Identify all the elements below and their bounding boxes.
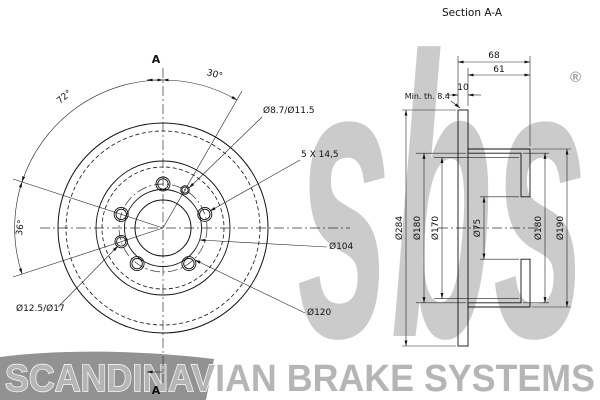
dim-label-min-thickness: Min. th. 8.4 [405,92,450,101]
section-title: Section A-A [442,7,503,19]
angle-arc-72 [21,78,164,183]
section-solid-profile [457,109,531,347]
registered-trademark-icon: ® [570,69,581,86]
dim-label-hub-face: Ø104 [329,241,354,252]
leader-dowel-hole [188,116,263,189]
hat-top-half [467,148,531,198]
dim-label-hat-inner-dia: Ø180 [533,216,544,241]
angle-label-72: 72° [55,89,74,107]
banner-swoosh-shape [0,351,214,400]
dim-label-hat-depth: 61 [493,65,504,75]
friction-disc-plate [457,109,469,347]
leader-bolt-holes [209,159,301,212]
dim-label-outer-dia: Ø284 [394,216,405,241]
dim-label-register-dia: Ø170 [430,216,441,241]
dowel-hole [180,185,190,195]
hat-bottom-half [467,258,531,308]
angle-label-36: 36° [15,219,27,236]
locating-hole [114,234,128,249]
dim-label-friction-inner-dia: Ø180 [412,216,423,241]
dim-label-disc-thickness: 10 [457,83,469,93]
leader-locating-hole [57,245,119,308]
dim-label-dowel-hole: Ø8.7/Ø11.5 [263,105,315,116]
diameter-dimensions [402,109,571,347]
angle-arc-36 [14,181,23,275]
dim-label-overall-width: 68 [488,51,500,61]
dim-label-bolt-holes: 5 X 14,5 [301,150,339,160]
leader-bolt-circle [194,259,306,314]
front-view: A A [12,53,354,397]
dim-label-bolt-circle: Ø120 [307,307,332,318]
dim-label-locating-hole: Ø12.5/Ø17 [16,303,65,314]
section-marker-top: A [152,53,161,66]
angle-label-30: 30° [206,68,224,82]
width-dimensions [445,56,531,146]
dim-label-bore-dia: Ø75 [472,219,483,238]
section-view: Section A-A 68 61 10 Min. th. 8.4 [394,7,571,347]
angle-extension-lines [12,90,243,278]
banner: SCANDINAVIAN BRAKE SYSTEMS [0,351,596,400]
banner-text: SCANDINAVIAN BRAKE SYSTEMS [5,358,595,400]
section-marker-bottom: A [152,384,161,397]
leader-hub-face [199,238,328,248]
angle-arc-30 [162,78,238,101]
dim-label-hat-outer-dia: Ø190 [555,216,566,241]
